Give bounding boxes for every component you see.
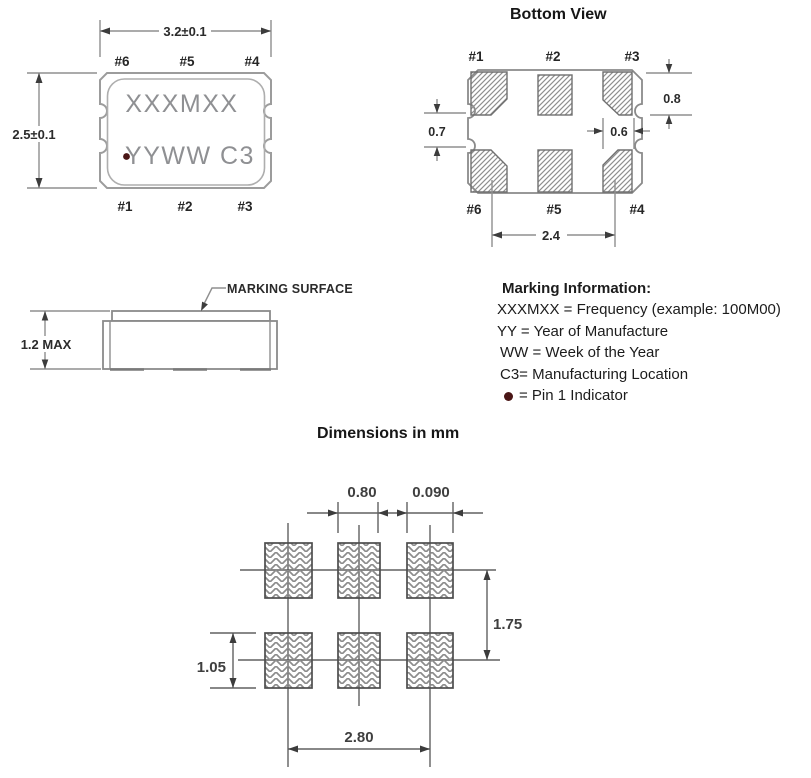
marking-datecode-text: YYWW C3 [125, 142, 255, 170]
marking-info-line: WW = Week of the Year [500, 344, 660, 362]
land-pad [337, 542, 381, 599]
dim-pad-width: 0.6 [587, 118, 650, 149]
dim-label-land-pad-width: 0.80 [347, 484, 376, 501]
pin-label: #2 [545, 49, 560, 64]
top-view-height-dimension: 2.5±0.1 [6, 72, 97, 189]
land-pad [264, 632, 313, 689]
pin1-indicator-dot [123, 153, 130, 160]
marking-info-line: C3= Manufacturing Location [500, 365, 689, 383]
dim-label-pad-span: 2.4 [542, 228, 561, 243]
dim-pad-span: 2.4 [491, 180, 616, 247]
land-pad [264, 542, 313, 599]
side-view: MARKING SURFACE 1.2 MAX [16, 282, 353, 371]
pin-label: #3 [624, 49, 640, 64]
package-lid-inner [106, 78, 266, 186]
pin-label: #4 [629, 202, 645, 217]
pad-2 [537, 74, 573, 116]
dim-label-land-gap: 0.090 [412, 484, 450, 501]
pin-label: #5 [546, 202, 562, 217]
dim-label-land-row-pitch: 1.75 [493, 616, 522, 633]
pin1-indicator-legend-dot [504, 392, 513, 402]
bottom-view: #1 #2 #3 0.8 [424, 49, 692, 247]
top-view: 3.2±0.1 2.5±0.1 #6 #5 #4 XXXMXX YYWW C3 [6, 20, 272, 214]
pad-5 [537, 149, 573, 193]
dim-row-gap: 0.7 [424, 99, 466, 161]
pin1-indicator-legend-text: = Pin 1 Indicator [519, 387, 628, 405]
pin-label: #2 [177, 199, 192, 214]
pin-label: #5 [179, 54, 195, 69]
dim-label-pad-height: 0.8 [663, 92, 680, 106]
pin-label: #6 [114, 54, 130, 69]
pad-4 [602, 149, 633, 193]
marking-info-pin1-line: = Pin 1 Indicator [497, 385, 781, 406]
dim-label-width: 3.2±0.1 [163, 24, 206, 39]
pin-label: #1 [117, 199, 133, 214]
bottom-view-title: Bottom View [510, 6, 607, 23]
pad-1 [470, 71, 508, 116]
pin-label: #3 [237, 199, 253, 214]
dim-label-row-gap: 0.7 [428, 125, 445, 139]
land-pad [337, 632, 381, 689]
dim-land-col-span: 2.80 [288, 729, 430, 753]
dim-label-package-height: 1.2 MAX [21, 337, 72, 352]
marking-information-block: Marking Information: XXXMXX = Frequency … [497, 278, 781, 406]
marking-info-title: Marking Information: [502, 280, 652, 297]
dimensions-note: Dimensions in mm [317, 425, 460, 442]
pad-3 [602, 71, 633, 116]
pad-6 [470, 149, 508, 193]
marking-frequency-text: XXXMXX [125, 90, 238, 118]
pin-label: #6 [466, 202, 482, 217]
pin-label: #1 [468, 49, 484, 64]
marking-surface-label: MARKING SURFACE [227, 282, 353, 296]
dim-label-land-col-span: 2.80 [344, 729, 373, 746]
dim-package-height: 1.2 MAX [16, 310, 110, 370]
dim-label-land-pad-height: 1.05 [197, 659, 226, 676]
land-pad [406, 542, 454, 599]
package-body-side [102, 320, 278, 370]
dim-land-row-pitch: 1.75 [483, 570, 522, 660]
marking-info-line: YY = Year of Manufacture [497, 322, 669, 340]
marking-surface-callout: MARKING SURFACE [201, 282, 353, 311]
dim-label-pad-width: 0.6 [610, 125, 627, 139]
package-lid-side [111, 310, 271, 322]
dim-label-height: 2.5±0.1 [12, 127, 55, 142]
land-pad [406, 632, 454, 689]
dim-pad-height: 0.8 [646, 59, 692, 129]
pin-label: #4 [244, 54, 260, 69]
marking-info-line: XXXMXX = Frequency (example: 100M00) [497, 301, 781, 319]
top-view-width-dimension: 3.2±0.1 [99, 20, 272, 57]
dim-land-pad-height: 1.05 [197, 632, 256, 689]
dim-land-pad-width: 0.80 0.090 [307, 484, 483, 533]
land-pattern: 0.80 0.090 1.75 1.05 [197, 484, 522, 767]
